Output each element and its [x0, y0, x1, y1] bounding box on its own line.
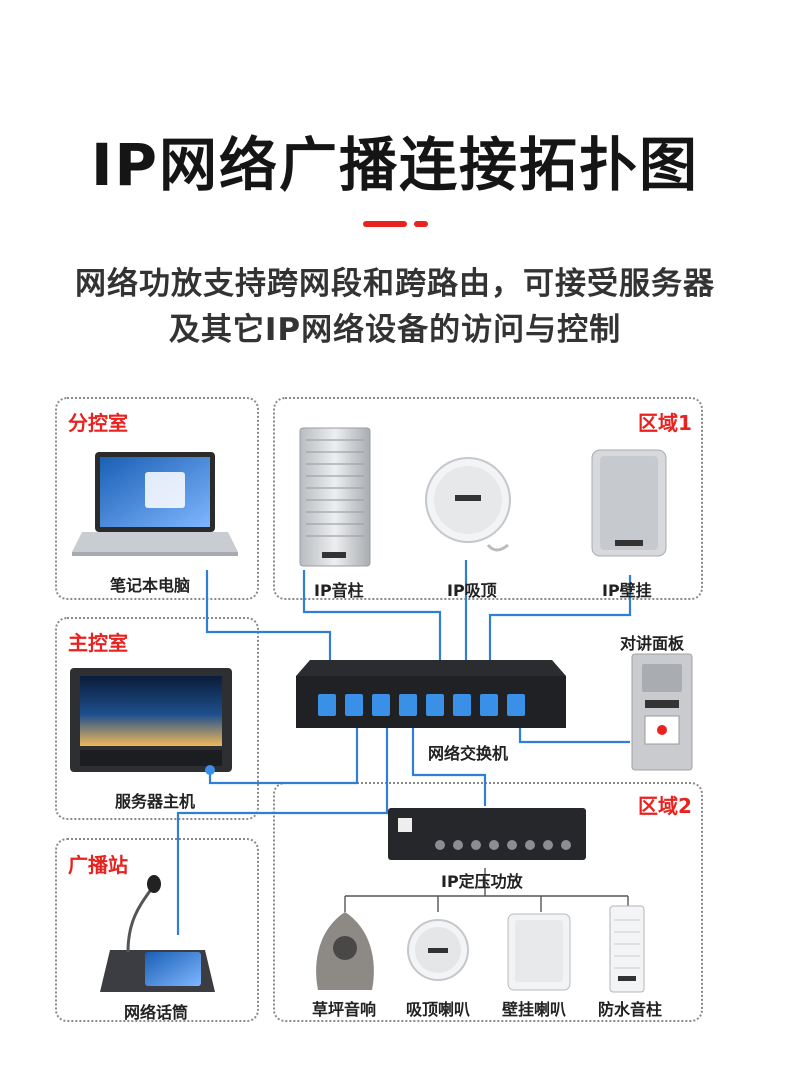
zone-label-main-room: 主控室	[68, 631, 128, 655]
network-microphone-device	[100, 875, 215, 992]
zone-broadcast-station	[55, 838, 259, 1022]
wall-speaker-device	[507, 913, 571, 991]
ceiling-speaker-device	[407, 919, 469, 981]
zone-area-2	[273, 782, 703, 1022]
cable-amp-switch	[411, 720, 487, 806]
title-accent-dot	[414, 221, 428, 227]
cable-mic-switch	[176, 720, 389, 935]
zone-main-room	[55, 617, 259, 820]
label-amplifier: IP定压功放	[441, 872, 523, 891]
title-accent-bar	[363, 221, 407, 227]
waterproof-column-device	[609, 905, 645, 993]
label-intercom-panel: 对讲面板	[620, 634, 685, 653]
lawn-speaker-device	[316, 912, 374, 990]
ip-amplifier-device	[388, 808, 586, 860]
ip-column-speaker-device	[299, 427, 371, 567]
label-switch: 网络交换机	[428, 744, 509, 763]
zone-label-area-2: 区域2	[638, 794, 692, 818]
label-laptop: 笔记本电脑	[110, 576, 191, 595]
zone-label-branch-room: 分控室	[68, 411, 128, 435]
label-ip-column: IP音柱	[314, 581, 364, 600]
cable-server-switch	[208, 720, 359, 785]
cable-ipwall-switch	[488, 575, 632, 700]
laptop-device	[72, 452, 238, 556]
zone-label-area-1: 区域1	[638, 411, 692, 435]
label-ip-ceiling: IP吸顶	[447, 581, 497, 600]
subtitle-line-2: 及其它IP网络设备的访问与控制	[168, 312, 622, 348]
label-network-mic: 网络话筒	[124, 1003, 189, 1022]
label-ip-wall: IP壁挂	[602, 581, 652, 600]
page-title: IP网络广播连接拓扑图	[90, 131, 700, 199]
label-wall-speaker: 壁挂喇叭	[502, 1000, 567, 1019]
subtitle-line-1: 网络功放支持跨网段和跨路由，可接受服务器	[75, 266, 715, 302]
label-ceiling-speaker: 吸顶喇叭	[406, 1000, 471, 1019]
zone-area-1	[273, 397, 703, 600]
ip-ceiling-speaker-device	[425, 457, 511, 552]
label-lawn-speaker: 草坪音响	[312, 1000, 377, 1019]
network-switch-device	[296, 660, 566, 728]
label-waterproof-column: 防水音柱	[598, 1000, 663, 1019]
network-cables	[176, 560, 632, 935]
zone-label-broadcast-station: 广播站	[68, 853, 128, 877]
ip-wall-speaker-device	[591, 449, 667, 557]
cable-ipcolumn-switch	[302, 570, 442, 700]
label-server: 服务器主机	[115, 792, 196, 811]
amplifier-speaker-wires	[344, 868, 629, 912]
intercom-panel-device	[631, 653, 693, 771]
zone-branch-room	[55, 397, 259, 600]
server-device	[70, 668, 232, 775]
